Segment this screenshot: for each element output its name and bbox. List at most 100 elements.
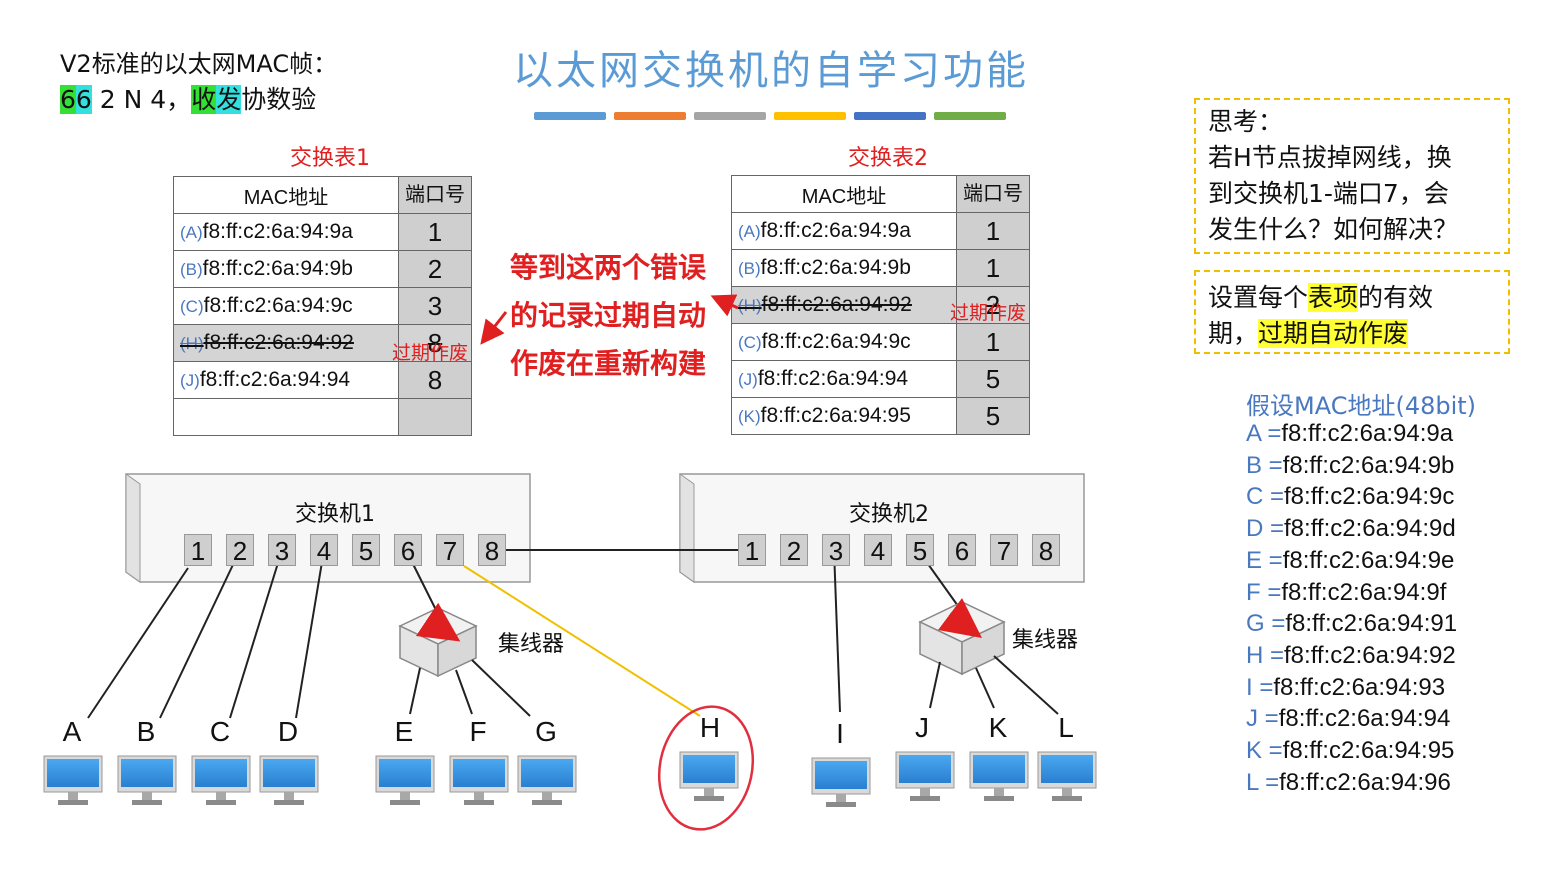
mac-list-value: f8:ff:c2:6a:94:9a	[1281, 420, 1454, 447]
switch-1-port-5: 5	[352, 534, 380, 566]
table1-header-mac: MAC地址	[173, 176, 399, 214]
node-label-l: L	[1058, 712, 1074, 743]
pc-f	[449, 755, 509, 805]
row-port: 1	[956, 249, 1030, 287]
mac-list-value: f8:ff:c2:6a:94:91	[1285, 610, 1458, 638]
mac-list-value: f8:ff:c2:6a:94:9c	[1284, 483, 1455, 511]
arrow-to-table1	[480, 311, 508, 345]
table-row: (B)f8:ff:c2:6a:94:9b 1	[731, 249, 1030, 287]
node-label-a: A	[62, 716, 82, 747]
node-label-g: G	[535, 716, 557, 747]
mac-list-item: G = f8:ff:c2:6a:94:91	[1246, 608, 1457, 640]
mac-list-item: A = f8:ff:c2:6a:94:9a	[1246, 418, 1457, 450]
switch-1-port-7: 7	[436, 534, 464, 566]
answer-text: 设置每个	[1208, 283, 1309, 312]
answer-text: 的有效	[1358, 283, 1434, 312]
table-row: (C)f8:ff:c2:6a:94:9c 1	[731, 323, 1030, 361]
mac-list-key: L =	[1246, 768, 1280, 796]
hub-1-label: 集线器	[498, 632, 565, 657]
answer-highlight: 过期自动作废	[1258, 319, 1409, 348]
mac-list-key: H =	[1246, 641, 1285, 669]
mac-list-key: B =	[1246, 451, 1283, 479]
switch-1-port-2: 2	[226, 534, 254, 566]
pc-a	[43, 755, 103, 805]
mac-list-value: f8:ff:c2:6a:94:9b	[1282, 451, 1455, 479]
mac-list-value: f8:ff:c2:6a:94:95	[1282, 737, 1455, 765]
pc-k	[969, 751, 1029, 801]
link-g	[471, 659, 531, 717]
switch-2: 交换机2	[694, 474, 1084, 582]
mac-list-item: J = f8:ff:c2:6a:94:94	[1246, 703, 1457, 735]
mac-list-key: J =	[1246, 705, 1279, 733]
rebuild-note-line: 作废在重新构建	[510, 347, 707, 380]
row-port: 1	[956, 323, 1030, 361]
link-k	[975, 667, 995, 709]
node-label-i: I	[836, 718, 844, 749]
mac-list-key: F =	[1246, 578, 1282, 606]
row-tag: (B)	[180, 260, 203, 279]
row-tag: (J)	[738, 370, 758, 389]
mac-list-value: f8:ff:c2:6a:94:96	[1279, 768, 1451, 796]
row-mac: f8:ff:c2:6a:94:94	[757, 367, 909, 390]
row-mac: f8:ff:c2:6a:94:92	[761, 293, 912, 316]
title-color-bar	[534, 112, 606, 120]
title-color-bar	[774, 112, 846, 120]
table2-title: 交换表2	[848, 146, 928, 171]
table-row: (C)f8:ff:c2:6a:94:9c 3	[173, 287, 472, 325]
mac-list-item: K = f8:ff:c2:6a:94:95	[1246, 735, 1457, 767]
switch-1-port-4: 4	[310, 534, 338, 566]
node-label-b: B	[136, 716, 156, 747]
link-b	[159, 549, 241, 719]
pc-j	[895, 751, 955, 801]
switch-1-port-6: 6	[394, 534, 422, 566]
hub-2	[918, 598, 1006, 676]
row-mac: f8:ff:c2:6a:94:9a	[202, 220, 353, 243]
row-tag: (C)	[180, 297, 204, 316]
pc-h	[679, 751, 739, 801]
frame-format-label: V2标准的以太网MAC帧：	[60, 50, 338, 78]
switch-2-label: 交换机2	[849, 502, 929, 527]
pc-e	[375, 755, 435, 805]
switch-2-port-8: 8	[1032, 534, 1060, 566]
mac-list-key: C =	[1246, 483, 1285, 511]
title-color-bar	[854, 112, 926, 120]
hub-2-label: 集线器	[1012, 628, 1079, 653]
row-mac: f8:ff:c2:6a:94:95	[760, 404, 911, 427]
pc-b	[117, 755, 177, 805]
row-mac: f8:ff:c2:6a:94:94	[199, 368, 351, 391]
row-port: 5	[956, 397, 1030, 435]
row-tag: (A)	[180, 223, 203, 242]
mac-list-item: F = f8:ff:c2:6a:94:9f	[1246, 577, 1457, 609]
think-box: 思考： 若H节点拔掉网线，换 到交换机1-端口7，会 发生什么？如何解决？	[1194, 98, 1510, 254]
switch-2-port-4: 4	[864, 534, 892, 566]
mac-list-key: E =	[1246, 546, 1283, 574]
title-color-bar	[694, 112, 766, 120]
row-mac: f8:ff:c2:6a:94:92	[203, 331, 354, 354]
mnemonic-tail: 协数验	[241, 85, 317, 114]
hub-1	[398, 602, 478, 678]
node-label-f: F	[469, 716, 487, 747]
mac-list-value: f8:ff:c2:6a:94:94	[1278, 705, 1451, 733]
table2-expired-note: 过期作废	[950, 302, 1027, 324]
link-a	[87, 567, 189, 719]
answer-highlight: 表项	[1308, 283, 1359, 312]
switch-2-port-7: 7	[990, 534, 1018, 566]
pc-i	[811, 757, 871, 807]
table-row-expired: (H)f8:ff:c2:6a:94:92 2	[731, 286, 1030, 324]
link-j	[929, 661, 941, 709]
table2-header-port: 端口号	[956, 175, 1030, 213]
pc-group	[43, 751, 1097, 807]
switch-2-port-2: 2	[780, 534, 808, 566]
mac-list-item: C = f8:ff:c2:6a:94:9c	[1246, 481, 1457, 513]
table-row: (K)f8:ff:c2:6a:94:95 5	[731, 397, 1030, 435]
switch-2-port-3: 3	[822, 534, 850, 566]
mac-list-item: H = f8:ff:c2:6a:94:92	[1246, 640, 1457, 672]
mac-list-key: D =	[1246, 515, 1285, 543]
row-port: 1	[956, 212, 1030, 250]
mac-list-value: f8:ff:c2:6a:94:9f	[1281, 578, 1447, 606]
table-row: (J)f8:ff:c2:6a:94:94 8	[173, 361, 472, 399]
rebuild-note-line: 等到这两个错误	[510, 251, 707, 284]
field-src: 6	[75, 85, 92, 114]
answer-box: 设置每个表项的有效 期，过期自动作废	[1194, 270, 1510, 354]
table1-header-port: 端口号	[398, 176, 472, 214]
